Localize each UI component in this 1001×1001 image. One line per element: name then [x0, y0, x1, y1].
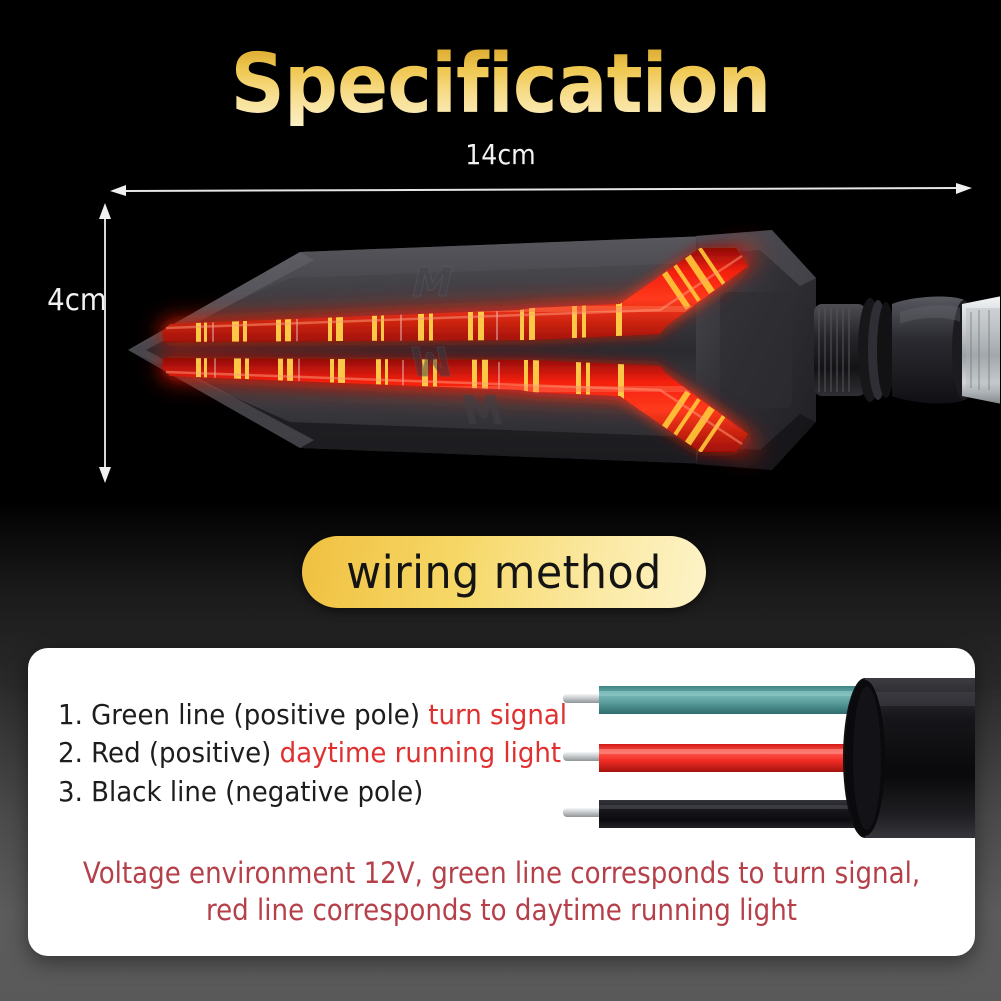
list-item: 3. Black line (negative pole): [58, 773, 551, 811]
wire-item-prefix: 3. Black line (negative pole): [58, 774, 424, 808]
wire-item-prefix: 2. Red (positive): [58, 736, 280, 770]
svg-text:M: M: [407, 258, 457, 305]
page-title: Specification: [40, 44, 961, 126]
wiring-method-label: wiring method: [346, 545, 662, 599]
green-wire-tip: [563, 694, 605, 703]
product-image: M M M: [128, 230, 1000, 470]
list-item: 1. Green line (positive pole) turn signa…: [58, 696, 567, 734]
black-wire: [599, 800, 865, 828]
length-dimension-label: 14cm: [465, 138, 536, 171]
red-wire: [599, 744, 875, 772]
emboss-m-top: M: [407, 258, 458, 306]
wire-harness-image: [563, 678, 975, 838]
list-item: 2. Red (positive) daytime running light: [58, 734, 561, 772]
lamp-housing: [128, 234, 800, 466]
wire-item-highlight: turn signal: [428, 698, 568, 731]
height-dimension-arrow: [99, 203, 111, 483]
stem-collar: [814, 304, 866, 396]
voltage-note: Voltage environment 12V, green line corr…: [75, 855, 927, 929]
wiring-list: 1. Green line (positive pole) turn signa…: [58, 696, 588, 811]
chrome-nut: [962, 296, 1000, 404]
wiring-method-badge: wiring method: [302, 536, 706, 608]
voltage-note-line1: Voltage environment 12V, green line corr…: [82, 856, 921, 890]
wire-item-prefix: 1. Green line (positive pole): [58, 698, 429, 731]
green-wire: [599, 686, 865, 714]
red-wire-tip: [563, 752, 605, 761]
length-dimension-arrow: [110, 183, 972, 196]
wiring-card: 1. Green line (positive pole) turn signa…: [28, 648, 975, 956]
black-wire-tip: [563, 808, 605, 817]
voltage-note-line2: red line corresponds to daytime running …: [205, 893, 798, 928]
stem-body: [892, 296, 964, 404]
wire-item-highlight: daytime running light: [279, 736, 562, 770]
height-dimension-label: 4cm: [47, 283, 107, 318]
